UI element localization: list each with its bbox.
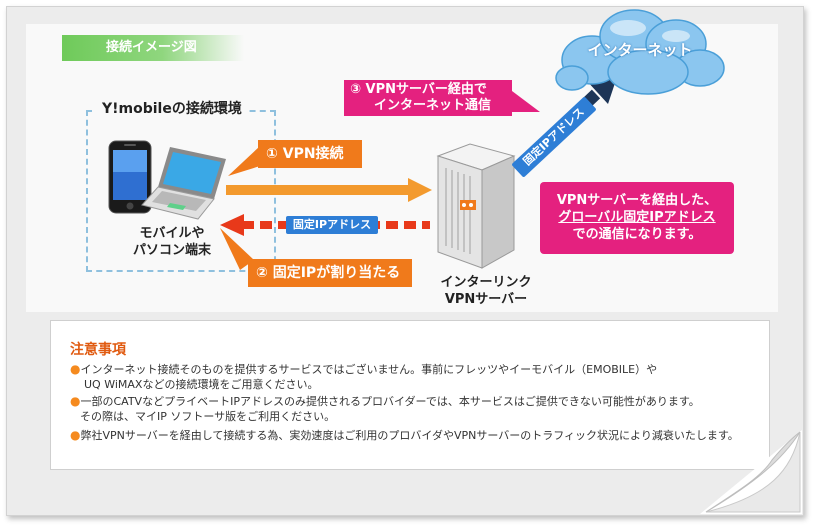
note-item: その際は、マイIP ソフトーサ版をご利用ください。 — [80, 409, 335, 425]
step1-callout: ① VPN接続 — [258, 140, 362, 168]
step3-pointer — [508, 88, 540, 112]
note-item: ●一部のCATVなどプライベートIPアドレスのみ提供されるプロバイダーでは、本サ… — [70, 393, 700, 410]
laptop-icon — [141, 147, 226, 220]
server-label-line1: インターリンク — [440, 275, 532, 290]
note-text: 弊社VPNサーバーを経由して接続する為、実効速度はご利用のプロバイダやVPNサー… — [80, 429, 739, 442]
internet-label: インターネット — [587, 41, 693, 59]
device-label: モバイルや パソコン端末 — [122, 225, 222, 259]
info-box: VPNサーバーを経由した、 グローバル固定IPアドレス での通信になります。 — [540, 182, 734, 254]
section-tag: 接続イメージ図 — [62, 35, 244, 61]
step3-callout: ③ VPNサーバー経由で インターネット通信 — [344, 80, 512, 116]
bullet-icon: ● — [70, 394, 81, 408]
note-text: その際は、マイIP ソフトーサ版をご利用ください。 — [80, 410, 336, 423]
server-icon — [436, 143, 516, 269]
step1-label: ① VPN接続 — [266, 146, 344, 162]
page-curl — [700, 430, 802, 514]
note-item: ●弊社VPNサーバーを経由して接続する為、実効速度はご利用のプロバイダやVPNサ… — [70, 427, 739, 444]
bullet-icon: ● — [70, 362, 81, 376]
note-text: UQ WiMAXなどの接続環境をご用意ください。 — [84, 378, 319, 391]
bullet-icon: ● — [70, 428, 81, 442]
notes-title: 注意事項 — [70, 342, 126, 358]
note-text: インターネット接続そのものを提供するサービスではございません。事前にフレッツやイ… — [80, 363, 658, 376]
note-text: 一部のCATVなどプライベートIPアドレスのみ提供されるプロバイダーでは、本サー… — [80, 395, 700, 408]
info-box-line2: グローバル固定IPアドレス — [558, 210, 716, 225]
info-box-line3: での通信になります。 — [572, 227, 702, 242]
note-item: UQ WiMAXなどの接続環境をご用意ください。 — [84, 377, 318, 393]
step2-callout: ② 固定IPが割り当たる — [248, 259, 412, 287]
step2-pointer — [220, 228, 254, 270]
info-box-line1: VPNサーバーを経由した、 — [556, 193, 718, 208]
step3-line1: ③ VPNサーバー経由で — [350, 82, 487, 97]
step1-pointer — [228, 146, 260, 176]
server-label-line2: VPNサーバー — [444, 292, 528, 307]
notes-box — [50, 320, 770, 470]
device-label-line1: モバイルや — [139, 226, 205, 241]
note-item: ●インターネット接続そのものを提供するサービスではございません。事前にフレッツや… — [70, 361, 657, 378]
fixed-ip-tag: 固定IPアドレス — [286, 216, 378, 234]
smartphone-icon — [108, 140, 152, 214]
environment-title: Y!mobileの接続環境 — [96, 98, 248, 118]
step3-line2: インターネット通信 — [374, 98, 492, 113]
device-label-line2: パソコン端末 — [132, 243, 211, 258]
vpn-connect-arrow — [226, 178, 432, 202]
cloud-icon — [555, 9, 725, 95]
step2-label: ② 固定IPが割り当たる — [256, 265, 401, 281]
server-label: インターリンク VPNサーバー — [424, 274, 548, 308]
